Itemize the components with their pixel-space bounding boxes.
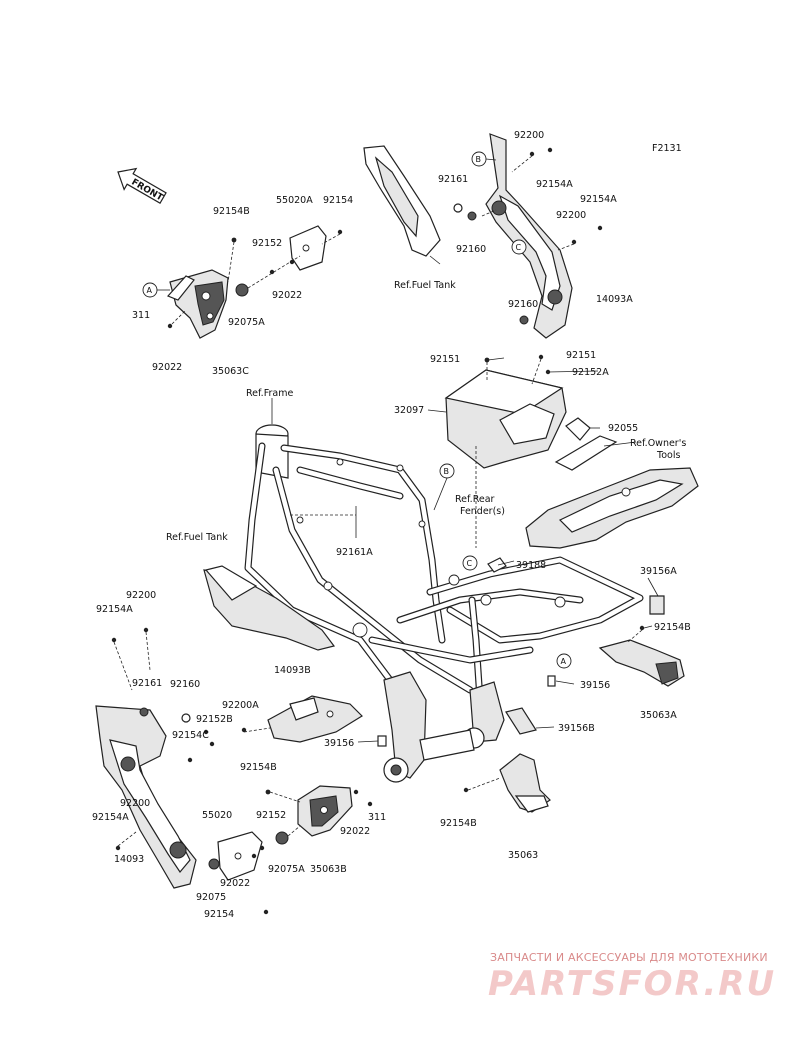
fuel-tank-cover-left [203, 565, 336, 651]
part-label: 92154A [536, 179, 573, 190]
rubber-39156-right [547, 675, 556, 687]
part-label: 92160 [170, 679, 200, 690]
svg-text:A: A [147, 286, 153, 295]
part-label: 92152 [256, 810, 286, 821]
callout-a-top: A [142, 282, 158, 298]
part-label: 92161 [438, 174, 468, 185]
svg-text:C: C [467, 559, 473, 568]
frame-piece-14093 [95, 705, 197, 889]
part-label: 92160 [508, 299, 538, 310]
ref-label: Tools [656, 450, 680, 461]
bracket-14093B [267, 695, 363, 743]
footpeg-bracket-35063B [297, 785, 353, 837]
part-label: 55020 [202, 810, 232, 821]
part-label: 92154B [240, 762, 277, 773]
part-label: 311 [368, 812, 386, 823]
part-label: 92154A [96, 604, 133, 615]
part-label: 39188 [516, 560, 546, 571]
ref-label: Ref.Frame [246, 388, 293, 399]
part-label: 92154C [172, 730, 209, 741]
callout-c-top: C [511, 239, 527, 255]
callout-b-top: B [471, 151, 487, 167]
part-label: 92152A [572, 367, 609, 378]
part-label: 92154 [204, 909, 234, 920]
svg-text:B: B [476, 155, 482, 164]
footpeg-bracket-left-top [166, 269, 229, 339]
front-arrow-icon: FRONT [117, 167, 167, 205]
plate-55020A [289, 225, 327, 271]
part-label: 92154B [440, 818, 477, 829]
part-label: 92154B [654, 622, 691, 633]
part-label: 32097 [394, 405, 424, 416]
strap-92055 [554, 417, 618, 471]
part-label: 92200A [222, 700, 259, 711]
part-label: 92022 [340, 826, 370, 837]
part-label: 92161 [132, 678, 162, 689]
part-label: 92154A [580, 194, 617, 205]
ref-label: Ref.Fuel Tank [166, 532, 228, 543]
clip-39188 [487, 557, 507, 573]
watermark-logo: PARTSFOR.RU [488, 964, 777, 1004]
part-label: 92154A [92, 812, 129, 823]
part-label: 92154 [323, 195, 353, 206]
tool-case-32097 [444, 369, 567, 469]
svg-text:B: B [444, 467, 450, 476]
part-label: 39156A [640, 566, 677, 577]
svg-text:C: C [516, 243, 522, 252]
part-label: 35063C [212, 366, 249, 377]
part-label: 92152B [196, 714, 233, 725]
ref-label: Ref.Rear [455, 494, 495, 505]
watermark-subtitle: ЗАПЧАСТИ И АКСЕССУАРЫ ДЛЯ МОТОТЕХНИКИ [490, 951, 768, 964]
part-label: 92075 [196, 892, 226, 903]
part-label: 35063 [508, 850, 538, 861]
rubber-39156B [505, 707, 537, 735]
part-label: 92075A [228, 317, 265, 328]
part-label: 14093 [114, 854, 144, 865]
callout-c-bottom: C [462, 555, 478, 571]
part-label: 14093A [596, 294, 633, 305]
part-label: 92151 [566, 350, 596, 361]
part-label: 92055 [608, 423, 638, 434]
fuel-tank-bracket [363, 145, 441, 257]
part-label: 92160 [456, 244, 486, 255]
part-label: 92200 [120, 798, 150, 809]
part-label: 311 [132, 310, 150, 321]
footpeg-bracket-35063 [499, 753, 551, 813]
part-label: 55020A [276, 195, 313, 206]
part-label: 92200 [126, 590, 156, 601]
part-label: 92022 [152, 362, 182, 373]
frame-piece-14093A [485, 133, 573, 339]
callout-b-bottom: B [439, 463, 455, 479]
rubber-39156A [649, 595, 665, 615]
part-label: 92075A [268, 864, 305, 875]
rubber-39156-left [377, 735, 387, 747]
ref-label: Ref.Owner's [630, 438, 686, 449]
ref-label: Ref.Fuel Tank [394, 280, 456, 291]
part-label: 92200 [556, 210, 586, 221]
footpeg-bracket-35063A [598, 639, 685, 687]
part-label: 35063A [640, 710, 677, 721]
part-label: 92154B [213, 206, 250, 217]
callout-a-bottom: A [556, 653, 572, 669]
part-label: 92161A [336, 547, 373, 558]
svg-text:A: A [561, 657, 567, 666]
part-label: 92022 [272, 290, 302, 301]
ref-label: Fender(s) [460, 506, 505, 517]
part-label: 14093B [274, 665, 311, 676]
part-label: 39156 [324, 738, 354, 749]
part-label: 35063B [310, 864, 347, 875]
part-label: 92200 [514, 130, 544, 141]
part-label: 92152 [252, 238, 282, 249]
diagram-code: F2131 [652, 143, 682, 154]
part-label: 39156 [580, 680, 610, 691]
part-label: 39156B [558, 723, 595, 734]
plate-55020 [217, 831, 263, 881]
rear-fender [525, 467, 699, 549]
part-label: 92151 [430, 354, 460, 365]
main-frame [244, 424, 644, 783]
part-label: 92022 [220, 878, 250, 889]
